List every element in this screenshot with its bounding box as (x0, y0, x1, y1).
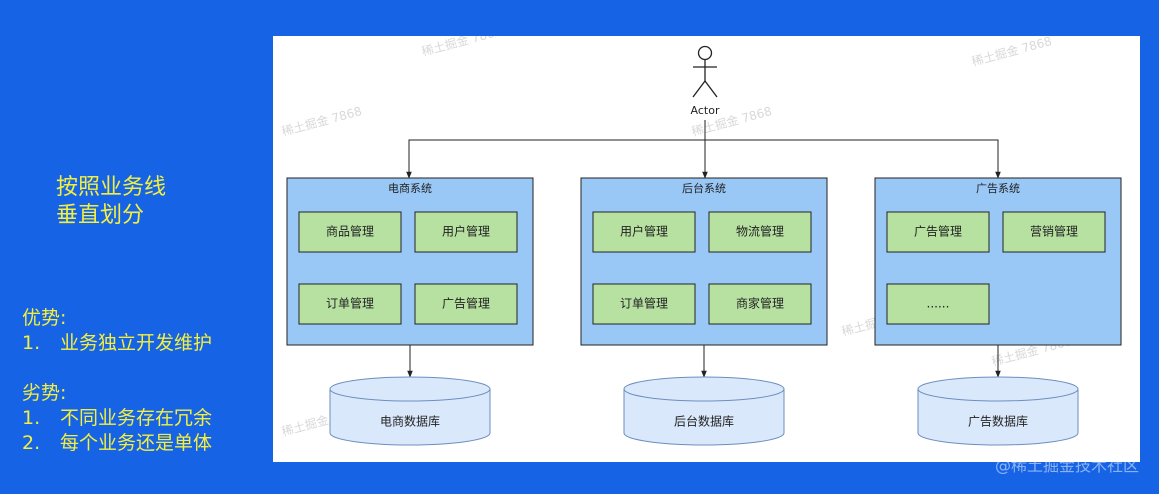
pros-block: 优势: 1. 业务独立开发维护 (22, 306, 212, 356)
module-label: 用户管理 (442, 224, 490, 239)
actor-leg-left (692, 80, 706, 98)
module-label: 广告管理 (442, 296, 490, 311)
slide-heading: 按照业务线 垂直划分 (56, 174, 166, 230)
pros-item-number: 1. (22, 332, 41, 354)
watermark-text: 稀土掘金 7868 (280, 103, 363, 139)
cons-block: 劣势: 1. 不同业务存在冗余 2. 每个业务还是单体 (22, 381, 212, 456)
module-box (592, 283, 696, 325)
cons-item-text: 每个业务还是单体 (60, 432, 213, 454)
database-body (917, 389, 1079, 446)
module-label: 营销管理 (1030, 224, 1078, 239)
heading-line-2: 垂直划分 (56, 203, 145, 228)
database-body (329, 389, 491, 446)
database-top (329, 376, 491, 402)
module-label: 广告管理 (914, 224, 962, 239)
database-top (623, 376, 785, 402)
actor-branch-connector (408, 139, 999, 178)
actor-leg-right (704, 80, 718, 98)
module-box (1002, 211, 1106, 253)
actor-label: Actor (691, 104, 720, 117)
module-box (298, 211, 402, 253)
module-label: 商品管理 (326, 224, 374, 239)
database-label: 广告数据库 (968, 414, 1028, 429)
system-title: 后台系统 (682, 181, 726, 195)
cons-item-number: 1. (22, 407, 41, 429)
actor-head (697, 45, 713, 61)
database-label: 电商数据库 (380, 414, 440, 429)
module-box (708, 283, 812, 325)
module-label: 订单管理 (326, 296, 374, 311)
module-box (708, 211, 812, 253)
watermark-text: 稀土掘金 7868 (970, 36, 1053, 69)
cons-item: 1. 不同业务存在冗余 (22, 406, 212, 431)
module-box (298, 283, 402, 325)
module-label: 商家管理 (736, 296, 784, 311)
module-label: 物流管理 (736, 224, 784, 239)
module-box (592, 211, 696, 253)
module-box (886, 211, 990, 253)
module-label: 用户管理 (620, 224, 668, 239)
cons-item-text: 不同业务存在冗余 (60, 407, 213, 429)
database-top (917, 376, 1079, 402)
system-title: 广告系统 (976, 182, 1020, 195)
module-box (414, 283, 518, 325)
module-box (414, 211, 518, 253)
watermark-text: 稀土掘金 7868 (420, 36, 503, 59)
module-label: 订单管理 (620, 296, 668, 311)
database-body (623, 389, 785, 446)
module-box (886, 283, 990, 325)
module-label: ...... (927, 297, 950, 311)
pros-item: 1. 业务独立开发维护 (22, 331, 212, 356)
cons-item-number: 2. (22, 432, 41, 454)
footer-watermark: @稀土掘金技术社区 (994, 456, 1139, 475)
heading-line-1: 按照业务线 (56, 175, 167, 200)
database-label: 后台数据库 (674, 414, 734, 429)
pros-title: 优势: (22, 307, 67, 329)
cons-title: 劣势: (22, 382, 67, 404)
system-title: 电商系统 (388, 181, 432, 195)
pros-item-text: 业务独立开发维护 (60, 332, 213, 354)
cons-item: 2. 每个业务还是单体 (22, 431, 212, 456)
